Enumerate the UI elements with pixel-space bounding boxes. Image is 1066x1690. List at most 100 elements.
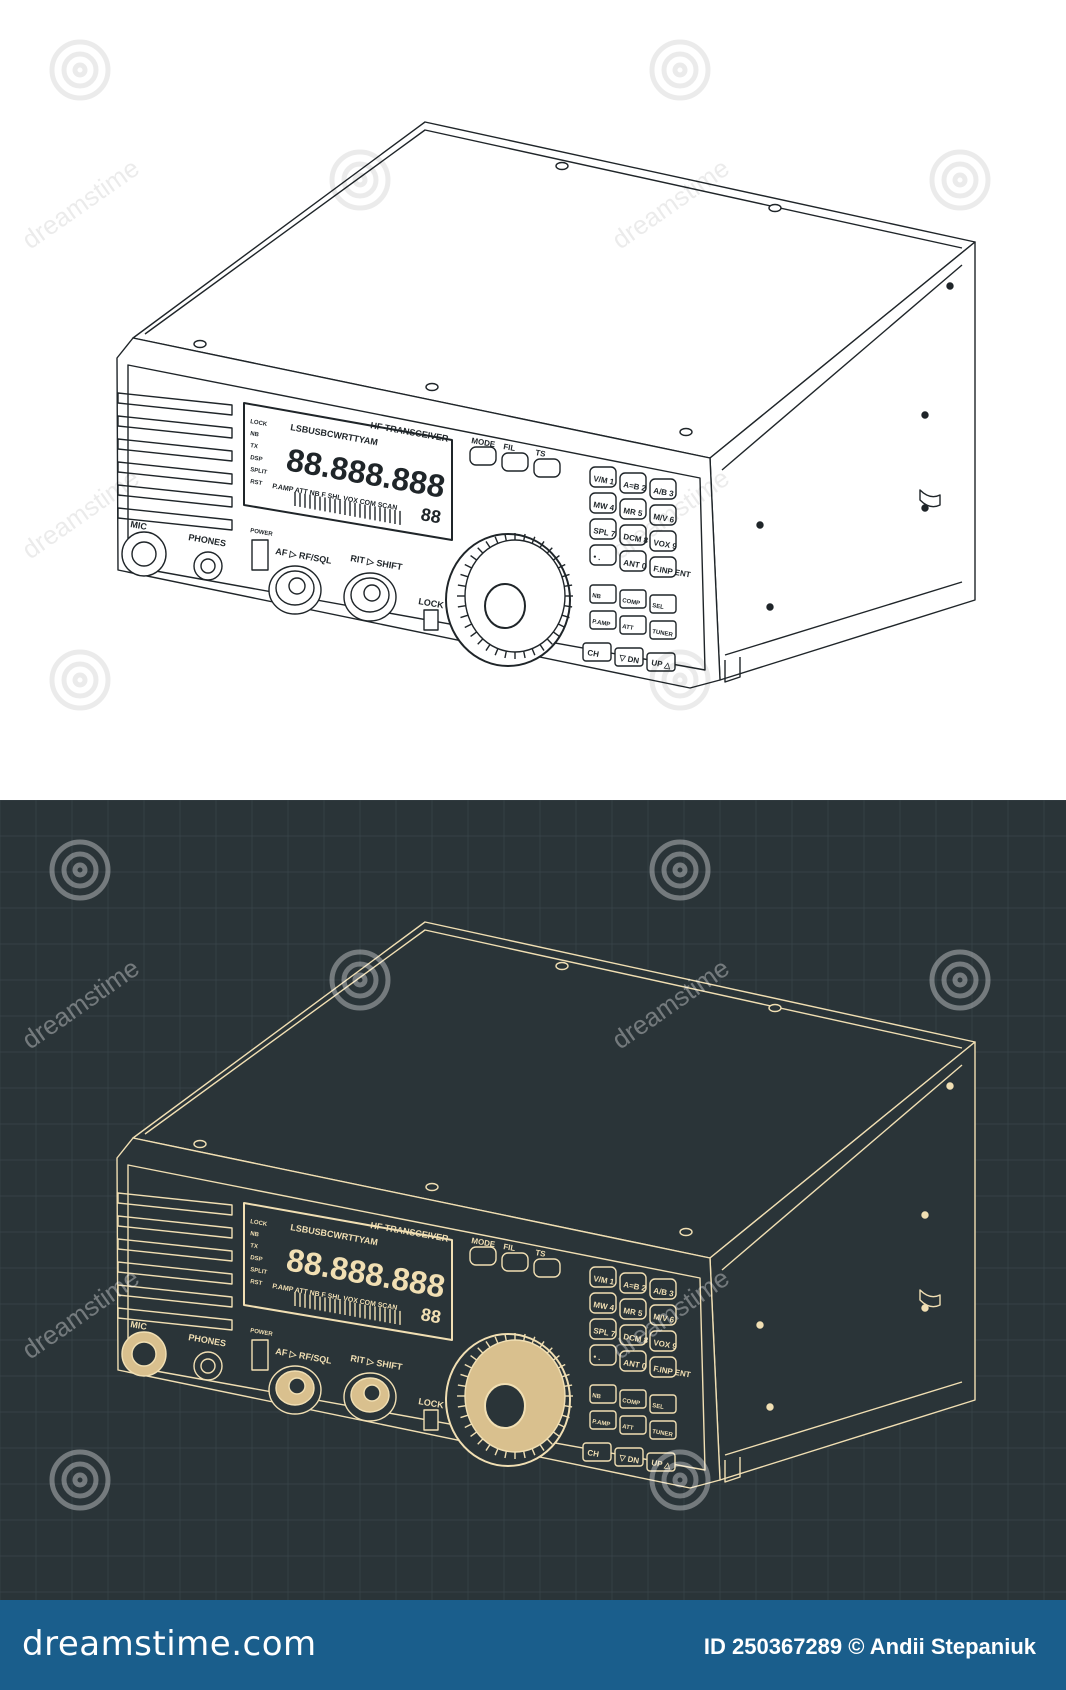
screw [193, 339, 207, 349]
footer-brand[interactable]: dreamstime.com [22, 1624, 317, 1664]
keypad-key [619, 1298, 647, 1320]
dial-knurl [546, 638, 553, 645]
lcd-tag: DSP [250, 455, 263, 463]
func-button [649, 620, 677, 640]
dial-knurl [464, 1363, 473, 1369]
watermark-ring [49, 39, 111, 101]
dial-knurl [564, 584, 573, 587]
keypad-key [619, 550, 647, 572]
keypad-key [649, 504, 677, 526]
screw [555, 161, 569, 171]
dial-knurl [552, 1431, 560, 1438]
mode-button [469, 446, 497, 466]
keypad-key-label: MW 4 [593, 500, 616, 513]
dial-knurl [557, 1423, 566, 1429]
lcd-tag: RST [250, 1279, 263, 1287]
screw [768, 1003, 782, 1013]
keypad-key-label: VOX 9 [653, 538, 678, 551]
dial-knurl [477, 1347, 484, 1354]
keypad-key [619, 1350, 647, 1372]
keypad-key [619, 1272, 647, 1294]
func-button-label: TUNER [652, 629, 674, 639]
lcd-tag: TX [250, 1243, 259, 1250]
dial-knurl [457, 1405, 466, 1408]
watermark-icon [329, 949, 391, 1011]
power-label: POWER [250, 528, 274, 538]
watermark-ring [952, 972, 968, 988]
lcd-tag: LOCK [250, 1219, 268, 1228]
dial-knurl [561, 573, 570, 578]
dial-knurl [557, 1363, 566, 1369]
screw [679, 1227, 693, 1237]
speaker-slot [117, 484, 233, 508]
cabinet-top-edge [144, 129, 963, 335]
keypad-key [589, 544, 617, 566]
screw [679, 427, 693, 437]
mode-button [501, 1252, 529, 1272]
keypad-key [649, 556, 677, 578]
dial-knurl [457, 1384, 466, 1387]
speaker-slot [117, 1215, 233, 1239]
dial-knurl [477, 638, 484, 645]
watermark-ring [929, 149, 991, 211]
mode-button-label: TS [535, 1248, 547, 1259]
keypad-key-label: DCM 8 [623, 1332, 650, 1345]
transceiver-drawing [116, 921, 976, 1489]
power-label: POWER [250, 1328, 274, 1338]
dial-knurl [464, 563, 473, 569]
keypad-key [589, 1318, 617, 1340]
keypad-key [589, 1292, 617, 1314]
keypad-key [589, 1344, 617, 1366]
dial-knurl [470, 1431, 478, 1438]
func-button-label: ATT [622, 1424, 634, 1432]
mic-label: MIC [130, 1319, 148, 1332]
side-screw [921, 1211, 929, 1219]
watermark-ring [72, 62, 88, 78]
dial-knurl [539, 1444, 545, 1451]
keypad-key [589, 492, 617, 514]
side-screw [921, 504, 929, 512]
phones-jack-inner [200, 558, 216, 574]
dial-knurl [564, 1384, 573, 1387]
dial-knurl [546, 1347, 553, 1354]
keypad-key [619, 1324, 647, 1346]
dial-knurl [460, 573, 469, 578]
lcd-tag: TX [250, 443, 259, 450]
lcd-display [243, 1202, 453, 1341]
dial-knurl [552, 554, 560, 561]
speaker-slot [117, 392, 233, 416]
watermark-ring [352, 972, 368, 988]
keypad-key-label: V/M 1 [593, 1274, 616, 1287]
keypad-key-label: • . [593, 1352, 602, 1362]
keypad-key [619, 524, 647, 546]
func-button-label: TUNER [652, 1429, 674, 1439]
tuning-dial-center [484, 583, 526, 629]
watermark-ring [341, 961, 379, 999]
keypad-key-label: MR 5 [623, 1306, 644, 1318]
watermark-ring [329, 949, 391, 1011]
keypad-key [649, 478, 677, 500]
speaker-slot [117, 415, 233, 439]
watermark-text: dreamstime [16, 952, 144, 1054]
func-button [619, 1415, 647, 1435]
watermark-icon [649, 1449, 711, 1511]
lcd-display [243, 402, 453, 541]
keypad-key-label: M/V 6 [653, 512, 676, 525]
dial-knurl [561, 614, 570, 619]
bottom-button [614, 647, 644, 667]
func-button-label: COMP [622, 1398, 641, 1407]
watermark-ring [49, 649, 111, 711]
watermark-ring [929, 949, 991, 1011]
dial-knurl [531, 536, 536, 544]
func-button [589, 1384, 617, 1404]
lcd-tag: SPLIT [250, 467, 268, 476]
func-button [619, 1389, 647, 1409]
dial-knurl [457, 605, 466, 608]
func-button [589, 584, 617, 604]
side-screw [921, 1304, 929, 1312]
cabinet-foot [919, 1289, 941, 1308]
func-button-label: COMP [622, 598, 641, 607]
func-button-label: P.AMP [592, 1419, 611, 1428]
dial-knurl [485, 1341, 491, 1348]
